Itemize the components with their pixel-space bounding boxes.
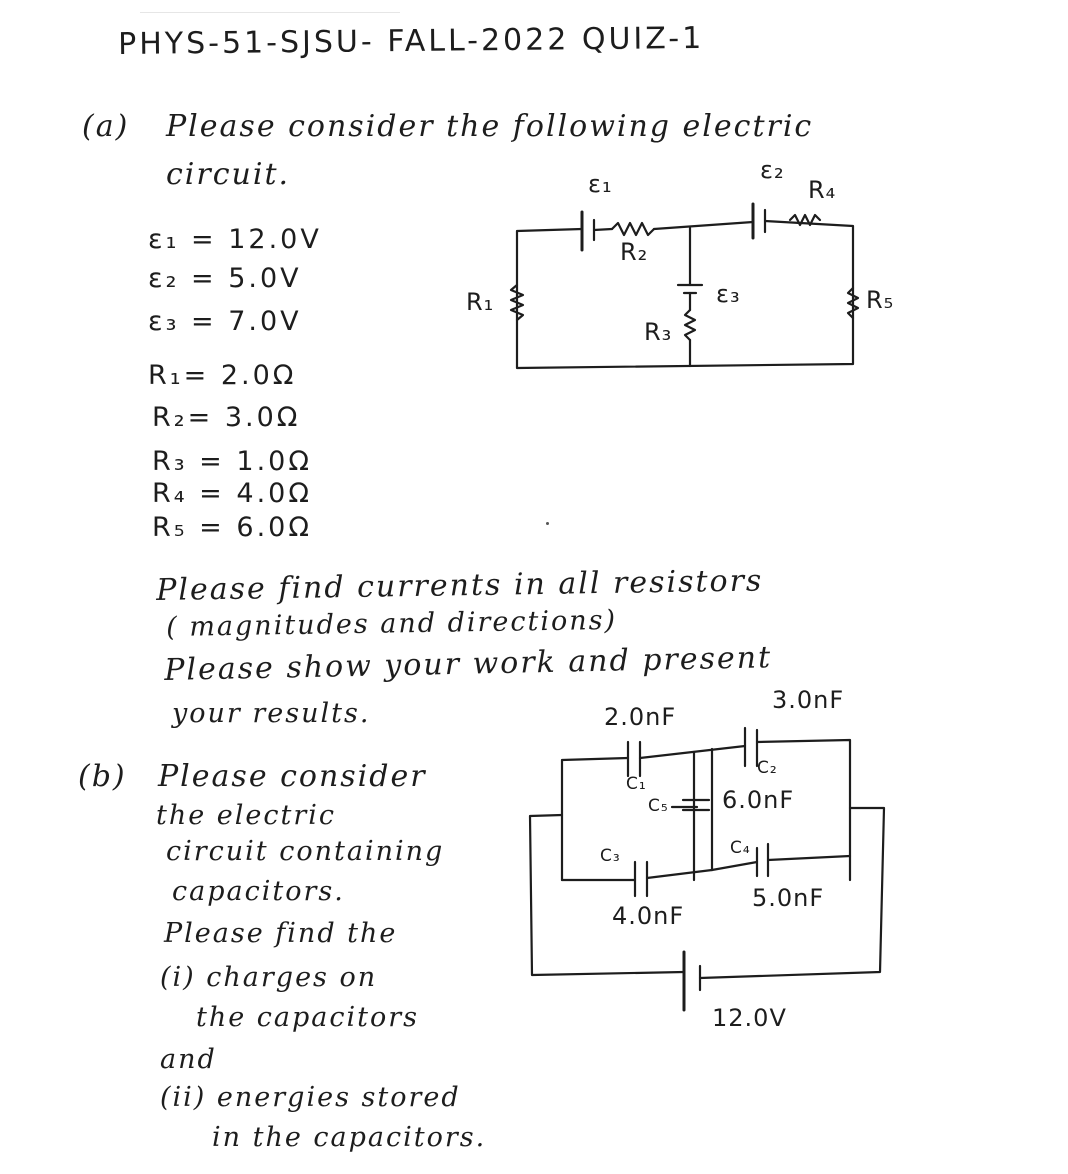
label-c2: C₂: [757, 758, 778, 778]
circuit-b-right-wire: [755, 738, 852, 882]
label-c3: C₃: [600, 846, 621, 866]
given-e1: ε₁ = 12.0V: [148, 224, 322, 255]
label-r4: R₄: [808, 176, 837, 204]
part-a-intro-line2: circuit.: [166, 157, 291, 192]
resistor-r4: [788, 213, 822, 227]
given-e3: ε₃ = 7.0V: [148, 306, 302, 337]
part-b-line-7: the capacitors: [196, 1002, 420, 1033]
part-b-line-2: the electric: [156, 800, 337, 831]
label-r1: R₁: [466, 288, 495, 316]
label-c1-value: 2.0nF: [604, 703, 677, 731]
part-b-line-8: and: [160, 1044, 217, 1075]
part-b-line-5: Please find the: [164, 918, 398, 949]
part-a-marker: (a): [82, 109, 130, 144]
scan-artifact-line: [140, 12, 400, 13]
given-r3: R₃ = 1.0Ω: [152, 446, 312, 477]
part-b-line-6: (i) charges on: [160, 962, 378, 993]
label-c4-value: 5.0nF: [752, 884, 825, 912]
label-c5: C₅: [648, 796, 669, 816]
task-line-2: ( magnitudes and directions): [165, 604, 618, 643]
label-c3-value: 4.0nF: [612, 902, 685, 930]
resistor-r5: [846, 286, 860, 320]
circuit-b-left-wire: [560, 756, 630, 882]
resistor-r3: [683, 308, 697, 342]
label-e1: ε₁: [588, 170, 613, 198]
label-battery-value: 12.0V: [712, 1004, 787, 1032]
circuit-a-outer-wire: [515, 219, 855, 370]
given-r1: R₁= 2.0Ω: [148, 360, 297, 391]
given-r2: R₂= 3.0Ω: [152, 402, 301, 433]
label-r5: R₅: [866, 286, 895, 314]
label-c1: C₁: [626, 774, 647, 794]
resistor-r1: [509, 283, 525, 322]
part-a-intro-line1: Please consider the following electric: [166, 109, 814, 144]
task-line-4: your results.: [172, 698, 371, 729]
given-e2: ε₂ = 5.0V: [148, 263, 302, 294]
label-r2: R₂: [620, 238, 649, 266]
stray-dot: [546, 522, 549, 525]
part-b-line-4: capacitors.: [172, 876, 345, 907]
given-r4: R₄ = 4.0Ω: [152, 478, 312, 509]
label-c5-value: 6.0nF: [722, 786, 795, 814]
circuit-b-outer-right-wire: [698, 806, 886, 980]
part-b-line-10: in the capacitors.: [212, 1122, 487, 1153]
given-r5: R₅ = 6.0Ω: [152, 512, 312, 543]
part-b-line-9: (ii) energies stored: [160, 1082, 461, 1113]
part-b-line-1: Please consider: [158, 759, 427, 794]
resistor-r2: [610, 221, 656, 237]
label-e2: ε₂: [760, 156, 785, 184]
label-r3: R₃: [644, 318, 673, 346]
part-b-line-3: circuit containing: [166, 836, 445, 867]
label-c4: C₄: [730, 838, 751, 858]
label-c2-value: 3.0nF: [772, 686, 845, 714]
label-e3: ε₃: [716, 280, 741, 308]
circuit-b-outer-left-wire: [528, 813, 686, 977]
part-b-marker: (b): [78, 759, 127, 794]
